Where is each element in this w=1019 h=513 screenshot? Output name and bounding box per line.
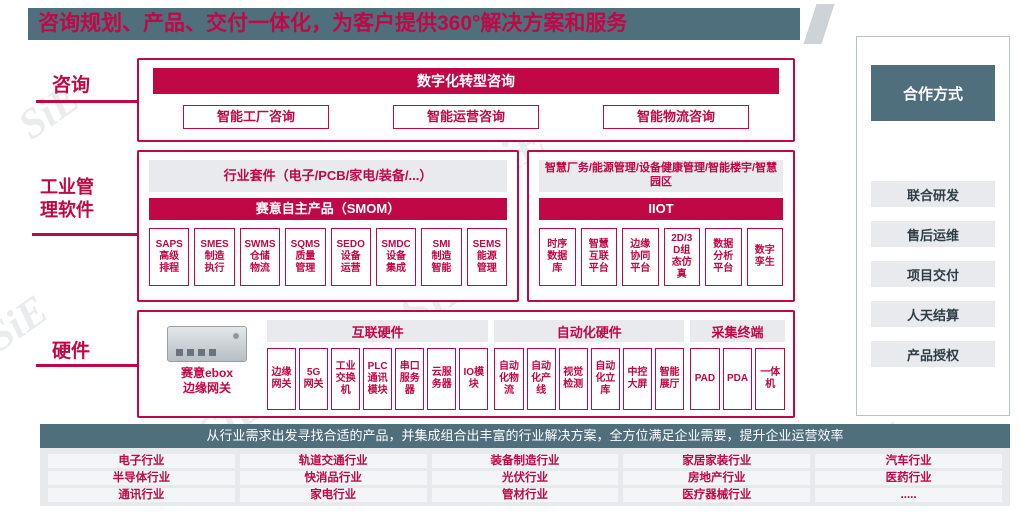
industry-cell: 汽车行业	[815, 454, 1002, 468]
iiot-products: 时序数据库 智慧互联平台 边缘协同平台 2D/3D组态仿真 数据分析平台 数字孪…	[539, 228, 783, 286]
hardware-item: 5G网关	[299, 348, 329, 410]
device-led	[233, 333, 239, 339]
suite-header: 行业套件（电子/PCB/家电/装备/...）	[149, 160, 507, 192]
ebox-device-image	[167, 326, 247, 362]
hardware-item: 智能展厅	[655, 348, 685, 410]
hardware-item: IO模块	[459, 348, 489, 410]
cooperation-item: 项目交付	[871, 261, 995, 287]
hardware-item: 中控大屏	[622, 348, 652, 410]
consulting-section: 数字化转型咨询 智能工厂咨询 智能运营咨询 智能物流咨询	[137, 58, 795, 142]
decorative-ribbon	[803, 4, 835, 44]
hardware-item: PDA	[722, 348, 753, 410]
row-label-consulting: 咨询	[51, 75, 90, 96]
hardware-item: 工业交换机	[331, 348, 361, 410]
hardware-item: PAD	[690, 348, 720, 410]
product-box: 时序数据库	[539, 228, 576, 286]
product-box: 数字孪生	[746, 228, 783, 286]
lead-line-hardware	[36, 364, 137, 367]
industry-cell: 快消品行业	[239, 471, 427, 485]
lead-line-consulting	[36, 100, 137, 103]
cooperation-header: 合作方式	[871, 65, 995, 121]
hardware-item: 自动化立库	[590, 348, 620, 410]
product-box: 2D/3D组态仿真	[663, 228, 700, 286]
product-box: 智慧互联平台	[580, 228, 617, 286]
industry-cell: 家电行业	[239, 488, 427, 502]
industry-cell: 家居家装行业	[623, 454, 811, 468]
cooperation-item: 产品授权	[871, 341, 995, 367]
group-header: 采集终端	[690, 320, 785, 342]
hardware-item: 串口服务器	[395, 348, 425, 410]
hardware-item: 自动化物流	[494, 348, 524, 410]
industry-cell: 医疗器械行业	[623, 488, 811, 502]
hardware-group-connectivity: 互联硬件 边缘网关 5G网关 工业交换机 PLC通讯模块 串口服务器 云服务器 …	[267, 320, 489, 410]
industry-panel: 从行业需求出发寻找合适的产品，并集成组合出丰富的行业解决方案，全方位满足企业需要…	[40, 424, 1010, 506]
industry-cell: 光伏行业	[431, 471, 619, 485]
iiot-section: 智慧厂务/能源管理/设备健康管理/智能楼宇/智慧园区 IIOT 时序数据库 智慧…	[527, 150, 795, 302]
hardware-group-automation: 自动化硬件 自动化物流 自动化产线 视觉检测 自动化立库 中控大屏 智能展厅	[494, 320, 685, 410]
industry-cell: 通讯行业	[48, 488, 235, 502]
suite-product-bar: 赛意自主产品（SMOM）	[149, 198, 507, 220]
industry-cell: 装备制造行业	[431, 454, 619, 468]
hardware-item: 一体机	[755, 348, 785, 410]
page-title: 咨询规划、产品、交付一体化，为客户提供360°解决方案和服务	[28, 8, 800, 40]
industry-grid: 电子行业 轨道交通行业 装备制造行业 家居家装行业 汽车行业 半导体行业 快消品…	[40, 448, 1010, 508]
consulting-header: 数字化转型咨询	[153, 68, 779, 94]
hardware-item: 云服务器	[427, 348, 457, 410]
device-ports	[176, 349, 216, 356]
consulting-item: 智能运营咨询	[393, 105, 539, 129]
product-box: 数据分析平台	[705, 228, 742, 286]
industry-cell: 半导体行业	[48, 471, 235, 485]
group-header: 互联硬件	[267, 320, 489, 342]
hardware-groups: 互联硬件 边缘网关 5G网关 工业交换机 PLC通讯模块 串口服务器 云服务器 …	[267, 320, 785, 410]
industry-cell: 房地产行业	[623, 471, 811, 485]
industry-suite-section: 行业套件（电子/PCB/家电/装备/...） 赛意自主产品（SMOM） SAPS…	[137, 150, 519, 302]
ebox-device: 赛意ebox 边缘网关	[153, 324, 261, 396]
hardware-item: 边缘网关	[267, 348, 297, 410]
industry-cell: 医药行业	[815, 471, 1002, 485]
hardware-item: 视觉检测	[558, 348, 588, 410]
hardware-section: 赛意ebox 边缘网关 互联硬件 边缘网关 5G网关 工业交换机 PLC通讯模块…	[137, 310, 795, 418]
consulting-item: 智能物流咨询	[603, 105, 749, 129]
lead-line-software	[32, 233, 137, 236]
cooperation-panel: 合作方式 联合研发 售后运维 项目交付 人天结算 产品授权	[856, 36, 1010, 416]
industry-cell: .....	[815, 488, 1002, 502]
group-header: 自动化硬件	[494, 320, 685, 342]
industry-cell: 电子行业	[48, 454, 235, 468]
cooperation-item: 售后运维	[871, 221, 995, 247]
industry-cell: 管材行业	[431, 488, 619, 502]
consulting-item: 智能工厂咨询	[183, 105, 329, 129]
cooperation-item: 联合研发	[871, 181, 995, 207]
hardware-group-terminals: 采集终端 PAD PDA 一体机	[690, 320, 785, 410]
iiot-header: 智慧厂务/能源管理/设备健康管理/智能楼宇/智慧园区	[539, 160, 783, 192]
product-box: 边缘协同平台	[622, 228, 659, 286]
hardware-item: 自动化产线	[526, 348, 556, 410]
hardware-item: PLC通讯模块	[363, 348, 393, 410]
ebox-caption: 赛意ebox 边缘网关	[180, 366, 233, 395]
industry-banner: 从行业需求出发寻找合适的产品，并集成组合出丰富的行业解决方案，全方位满足企业需要…	[40, 424, 1010, 448]
industry-cell: 轨道交通行业	[239, 454, 427, 468]
consulting-items: 智能工厂咨询 智能运营咨询 智能物流咨询	[139, 94, 793, 129]
row-label-hardware: 硬件	[51, 341, 90, 362]
cooperation-item: 人天结算	[871, 301, 995, 327]
row-label-software: 工业管理软件	[40, 177, 94, 221]
iiot-bar: IIOT	[539, 198, 783, 220]
